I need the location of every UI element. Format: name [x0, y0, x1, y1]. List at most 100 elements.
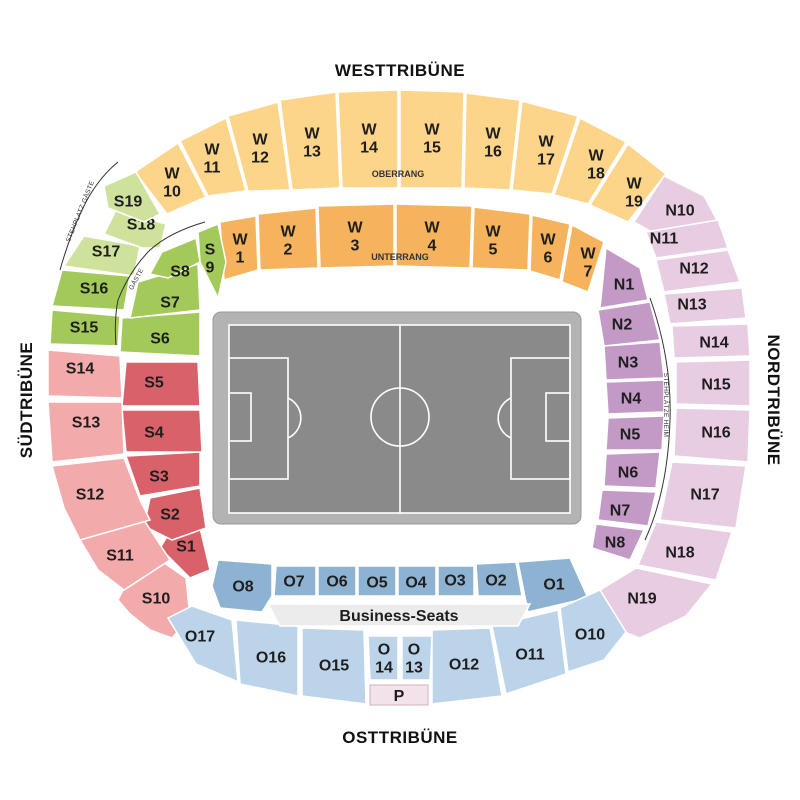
- section-o13[interactable]: O13: [401, 635, 433, 681]
- section-o6-shape[interactable]: [317, 565, 357, 597]
- section-w2[interactable]: W2: [257, 207, 319, 271]
- section-o16[interactable]: O16: [235, 619, 299, 697]
- section-o7[interactable]: O7: [273, 565, 317, 597]
- section-n8[interactable]: N8: [591, 523, 646, 561]
- section-o13-shape[interactable]: [401, 635, 433, 681]
- section-o2[interactable]: O2: [475, 561, 523, 597]
- section-s8-shape[interactable]: [148, 236, 201, 279]
- section-n14-shape[interactable]: [671, 323, 751, 359]
- section-w12-shape[interactable]: [227, 101, 291, 192]
- section-w11-shape[interactable]: [178, 116, 247, 197]
- section-w7-shape[interactable]: [561, 223, 605, 293]
- section-s14-shape[interactable]: [47, 349, 123, 399]
- section-n3-shape[interactable]: [603, 341, 665, 381]
- section-n13-shape[interactable]: [663, 287, 747, 325]
- section-n4-shape[interactable]: [605, 379, 665, 415]
- section-n15-shape[interactable]: [675, 359, 751, 407]
- section-w16[interactable]: W16: [463, 92, 521, 191]
- section-o17[interactable]: O17: [166, 605, 239, 684]
- section-s19-shape[interactable]: [103, 171, 162, 223]
- section-n17[interactable]: N17: [659, 461, 747, 529]
- section-s6-shape[interactable]: [119, 311, 201, 357]
- section-w18-shape[interactable]: [553, 116, 628, 205]
- section-n2-shape[interactable]: [597, 301, 661, 347]
- section-w5-shape[interactable]: [471, 206, 531, 271]
- section-n16-shape[interactable]: [673, 407, 751, 463]
- section-s13-shape[interactable]: [47, 401, 125, 463]
- section-o3[interactable]: O3: [437, 565, 475, 597]
- section-n8-shape[interactable]: [591, 523, 646, 561]
- section-w15-shape[interactable]: [399, 89, 465, 189]
- section-n16[interactable]: N16: [673, 407, 751, 463]
- section-n7[interactable]: N7: [597, 489, 657, 527]
- section-o3-shape[interactable]: [437, 565, 475, 597]
- section-o8-shape[interactable]: [211, 559, 273, 613]
- section-o12[interactable]: O12: [431, 627, 503, 705]
- section-o15-shape[interactable]: [301, 627, 367, 705]
- section-s15-shape[interactable]: [49, 309, 121, 347]
- section-n15[interactable]: N15: [675, 359, 751, 407]
- section-w1-shape[interactable]: [219, 215, 259, 281]
- section-s4[interactable]: S4: [121, 409, 203, 453]
- section-o6[interactable]: O6: [317, 565, 357, 597]
- section-s14[interactable]: S14: [47, 349, 123, 399]
- section-n6[interactable]: N6: [603, 451, 661, 489]
- section-w10-shape[interactable]: [133, 141, 208, 215]
- section-n6-shape[interactable]: [603, 451, 661, 489]
- section-n4[interactable]: N4: [605, 379, 665, 415]
- parking-section[interactable]: P: [369, 684, 429, 706]
- section-o8[interactable]: O8: [211, 559, 273, 613]
- section-w6-shape[interactable]: [529, 214, 571, 281]
- section-w5[interactable]: W5: [471, 206, 531, 271]
- section-s5-shape[interactable]: [121, 361, 201, 407]
- section-n1-shape[interactable]: [599, 246, 649, 309]
- section-o15[interactable]: O15: [301, 627, 367, 705]
- section-n17-shape[interactable]: [659, 461, 747, 529]
- business-seats[interactable]: Business-Seats: [266, 603, 532, 627]
- section-w2-shape[interactable]: [257, 207, 319, 271]
- section-w13-shape[interactable]: [279, 91, 341, 191]
- section-n12-shape[interactable]: [655, 249, 742, 293]
- section-w14-shape[interactable]: [337, 89, 399, 189]
- section-s9-shape[interactable]: [197, 222, 227, 301]
- section-s13[interactable]: S13: [47, 401, 125, 463]
- section-w1[interactable]: W1: [219, 215, 259, 281]
- section-o4-shape[interactable]: [397, 565, 437, 597]
- section-n1[interactable]: N1: [599, 246, 649, 309]
- section-n2[interactable]: N2: [597, 301, 661, 347]
- section-o14[interactable]: O14: [367, 635, 399, 681]
- section-n5-shape[interactable]: [605, 415, 665, 451]
- section-o16-shape[interactable]: [235, 619, 299, 697]
- section-s12-shape[interactable]: [51, 457, 152, 541]
- section-s4-shape[interactable]: [121, 409, 203, 453]
- section-s5[interactable]: S5: [121, 361, 201, 407]
- section-o17-shape[interactable]: [166, 605, 239, 684]
- section-o11-shape[interactable]: [491, 609, 567, 695]
- section-s3-shape[interactable]: [124, 451, 201, 497]
- section-w19-shape[interactable]: [588, 142, 668, 223]
- section-s17-shape[interactable]: [62, 235, 141, 277]
- section-s6[interactable]: S6: [119, 311, 201, 357]
- section-w16-shape[interactable]: [463, 92, 521, 191]
- section-n18-shape[interactable]: [636, 521, 733, 581]
- section-n14[interactable]: N14: [671, 323, 751, 359]
- section-n5[interactable]: N5: [605, 415, 665, 451]
- section-s15[interactable]: S15: [49, 309, 121, 347]
- section-o2-shape[interactable]: [475, 561, 523, 597]
- section-n3[interactable]: N3: [603, 341, 665, 381]
- section-s16[interactable]: S16: [51, 269, 131, 311]
- section-n11-shape[interactable]: [644, 219, 730, 259]
- section-o10-shape[interactable]: [559, 589, 627, 674]
- section-n13[interactable]: N13: [663, 287, 747, 325]
- section-o7-shape[interactable]: [273, 565, 317, 597]
- section-w3-shape[interactable]: [317, 203, 395, 269]
- section-s18-shape[interactable]: [102, 209, 167, 249]
- section-s16-shape[interactable]: [51, 269, 131, 311]
- section-o12-shape[interactable]: [431, 627, 503, 705]
- section-o4[interactable]: O4: [397, 565, 437, 597]
- section-w17-shape[interactable]: [511, 100, 579, 195]
- section-s3[interactable]: S3: [124, 451, 201, 497]
- section-n7-shape[interactable]: [597, 489, 657, 527]
- section-o5[interactable]: O5: [357, 565, 397, 597]
- section-w4-shape[interactable]: [395, 203, 473, 269]
